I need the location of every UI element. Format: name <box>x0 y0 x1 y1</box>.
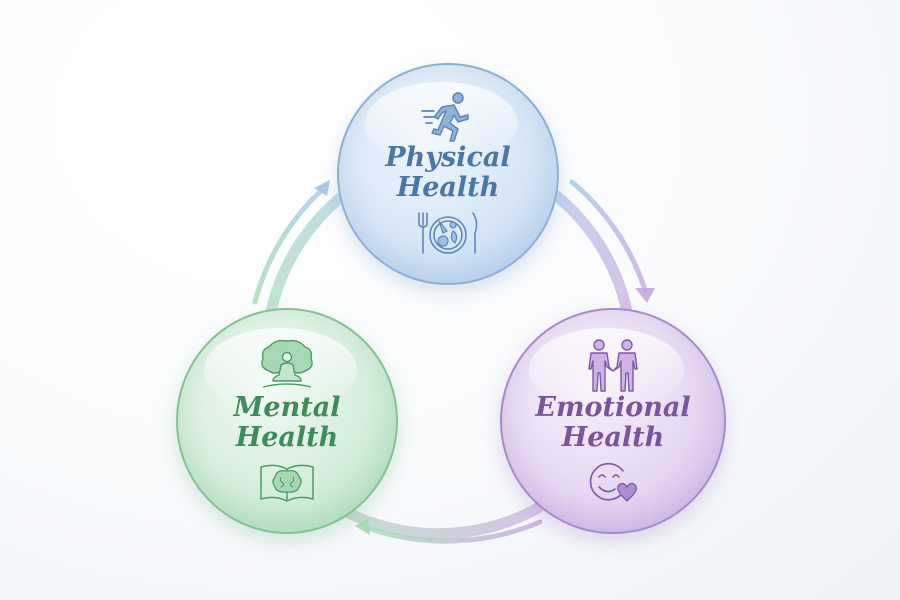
label-line-2: Health <box>235 422 339 453</box>
label-line-1: Mental <box>233 392 341 423</box>
physical-health-label: Physical Health <box>385 143 510 203</box>
arrowhead-physical <box>314 180 330 196</box>
arrowhead-emotional <box>635 288 655 303</box>
smiley-heart-icon <box>589 462 637 502</box>
label-line-2: Health <box>396 172 500 203</box>
label-line-1: Emotional <box>535 392 691 423</box>
meditating-person-tree-icon <box>261 339 313 388</box>
arrow-mental-to-physical <box>252 184 328 305</box>
physical-health-node: Physical Health <box>337 63 559 285</box>
emotional-health-node: Emotional Health <box>500 308 726 534</box>
running-person-icon <box>421 92 469 142</box>
label-line-1: Physical <box>385 142 511 173</box>
label-line-2: Health <box>561 422 665 453</box>
arrowhead-mental <box>355 518 370 535</box>
mental-health-node: Mental Health <box>176 308 398 534</box>
two-people-holding-hands-icon <box>588 339 638 392</box>
plate-fork-knife-icon <box>418 212 478 254</box>
book-brain-icon <box>260 464 314 502</box>
mental-health-label: Mental Health <box>234 393 341 453</box>
arrow-physical-to-emotional <box>569 179 648 293</box>
arrow-emotional-to-mental <box>362 519 543 544</box>
emotional-health-label: Emotional Health <box>535 393 690 453</box>
